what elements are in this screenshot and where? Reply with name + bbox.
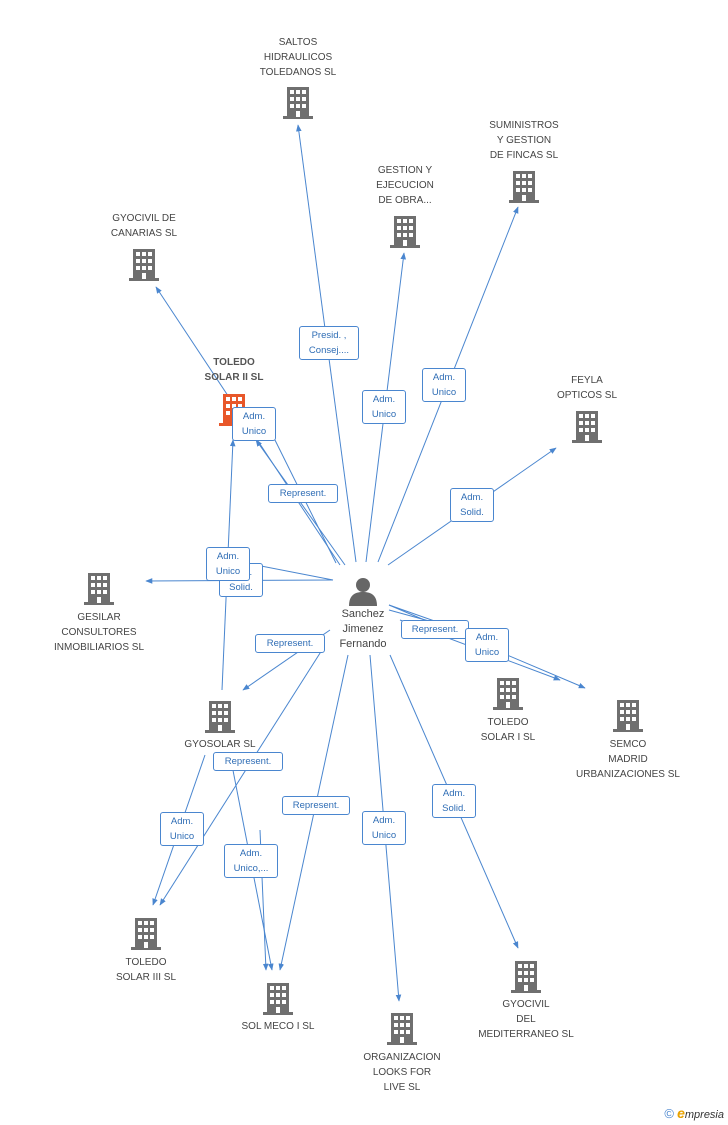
- company-name: TOLEDO SOLAR II SL: [204, 357, 264, 383]
- edge-line: [159, 649, 323, 906]
- company-node-suministros[interactable]: SUMINISTROS Y GESTION DE FINCAS SL: [444, 118, 604, 204]
- building-icon: [131, 918, 161, 950]
- company-node-gyocivil-canarias[interactable]: GYOCIVIL DE CANARIAS SL: [64, 211, 224, 282]
- company-name: TOLEDO SOLAR III SL: [115, 957, 177, 983]
- company-node-gyocivil-med[interactable]: GYOCIVIL DEL MEDITERRANEO SL: [446, 960, 606, 1042]
- building-icon: [390, 216, 420, 248]
- edge-label-e-gyosolar[interactable]: Represent.: [255, 634, 325, 653]
- company-node-sol-meco[interactable]: SOL MECO I SL: [198, 982, 358, 1034]
- building-icon: [129, 249, 159, 281]
- edge-label-e-feyla[interactable]: Adm. Solid.: [450, 488, 494, 522]
- company-node-saltos[interactable]: SALTOS HIDRAULICOS TOLEDANOS SL: [218, 35, 378, 120]
- edge-label-e-solmeco-b[interactable]: Represent.: [282, 796, 350, 815]
- company-name: GYOCIVIL DE CANARIAS SL: [110, 213, 178, 239]
- edge-label-e-solmeco-a[interactable]: Adm. Unico,...: [224, 844, 278, 878]
- building-icon: [613, 700, 643, 732]
- copyright-symbol: ©: [664, 1106, 675, 1121]
- building-icon: [263, 983, 293, 1015]
- building-icon: [511, 961, 541, 993]
- company-name: GYOSOLAR SL: [184, 739, 256, 750]
- building-icon: [84, 573, 114, 605]
- company-name: TOLEDO SOLAR I SL: [480, 717, 536, 743]
- person-icon: [349, 578, 377, 606]
- building-icon: [283, 87, 313, 119]
- edge-label-e-toledo2-a[interactable]: Adm. Unico: [232, 407, 276, 441]
- person-node[interactable]: Sanchez Jimenez Fernando: [303, 575, 423, 652]
- company-node-toledo-solar-ii[interactable]: TOLEDO SOLAR II SL: [154, 355, 314, 427]
- company-name: SALTOS HIDRAULICOS TOLEDANOS SL: [259, 37, 337, 78]
- edge-label-e-gyosolar-rep[interactable]: Represent.: [213, 752, 283, 771]
- edge-label-e-toledo1-b[interactable]: Adm. Unico: [465, 628, 509, 662]
- company-node-organizacion[interactable]: ORGANIZACION LOOKS FOR LIVE SL: [322, 1012, 482, 1095]
- company-node-gyosolar[interactable]: GYOSOLAR SL: [140, 700, 300, 752]
- edge-label-e-saltos[interactable]: Presid. , Consej....: [299, 326, 359, 360]
- building-icon: [572, 411, 602, 443]
- building-icon: [387, 1013, 417, 1045]
- building-icon: [493, 678, 523, 710]
- edge-label-e-gestion[interactable]: Adm. Unico: [362, 390, 406, 424]
- brand-name: mpresia: [684, 1109, 724, 1121]
- company-name: SUMINISTROS Y GESTION DE FINCAS SL: [489, 120, 559, 161]
- edge-label-e-gyocivil-med[interactable]: Adm. Solid.: [432, 784, 476, 818]
- company-node-toledo-solar-iii[interactable]: TOLEDO SOLAR III SL: [66, 917, 226, 985]
- edge-label-e-toledo2-b[interactable]: Represent.: [268, 484, 338, 503]
- company-name: SOL MECO I SL: [241, 1021, 315, 1032]
- company-node-gesilar[interactable]: GESILAR CONSULTORES INMOBILIARIOS SL: [19, 572, 179, 655]
- brand-initial: e: [677, 1105, 685, 1121]
- edge-label-e-toledo3[interactable]: Adm. Unico: [160, 812, 204, 846]
- person-name: Sanchez Jimenez Fernando: [339, 608, 387, 650]
- company-name: GYOCIVIL DEL MEDITERRANEO SL: [478, 999, 574, 1040]
- edge-label-e-suministros[interactable]: Adm. Unico: [422, 368, 466, 402]
- company-name: FEYLA OPTICOS SL: [556, 375, 617, 401]
- company-name: ORGANIZACION LOOKS FOR LIVE SL: [363, 1052, 441, 1093]
- company-node-toledo-solar-i[interactable]: TOLEDO SOLAR I SL: [428, 677, 588, 745]
- company-name: SEMCO MADRID URBANIZACIONES SL: [576, 739, 680, 780]
- edge-label-e-organizacion[interactable]: Adm. Unico: [362, 811, 406, 845]
- edge-label-e-gesilar-b[interactable]: Adm. Unico: [206, 547, 250, 581]
- company-node-feyla[interactable]: FEYLA OPTICOS SL: [507, 373, 667, 444]
- company-node-semco[interactable]: SEMCO MADRID URBANIZACIONES SL: [548, 699, 708, 782]
- footer-brand: © empresia: [664, 1105, 724, 1121]
- company-node-gestion[interactable]: GESTION Y EJECUCION DE OBRA...: [325, 163, 485, 249]
- company-name: GESILAR CONSULTORES INMOBILIARIOS SL: [53, 612, 145, 653]
- building-icon: [205, 701, 235, 733]
- company-name: GESTION Y EJECUCION DE OBRA...: [376, 165, 434, 206]
- building-icon: [509, 171, 539, 203]
